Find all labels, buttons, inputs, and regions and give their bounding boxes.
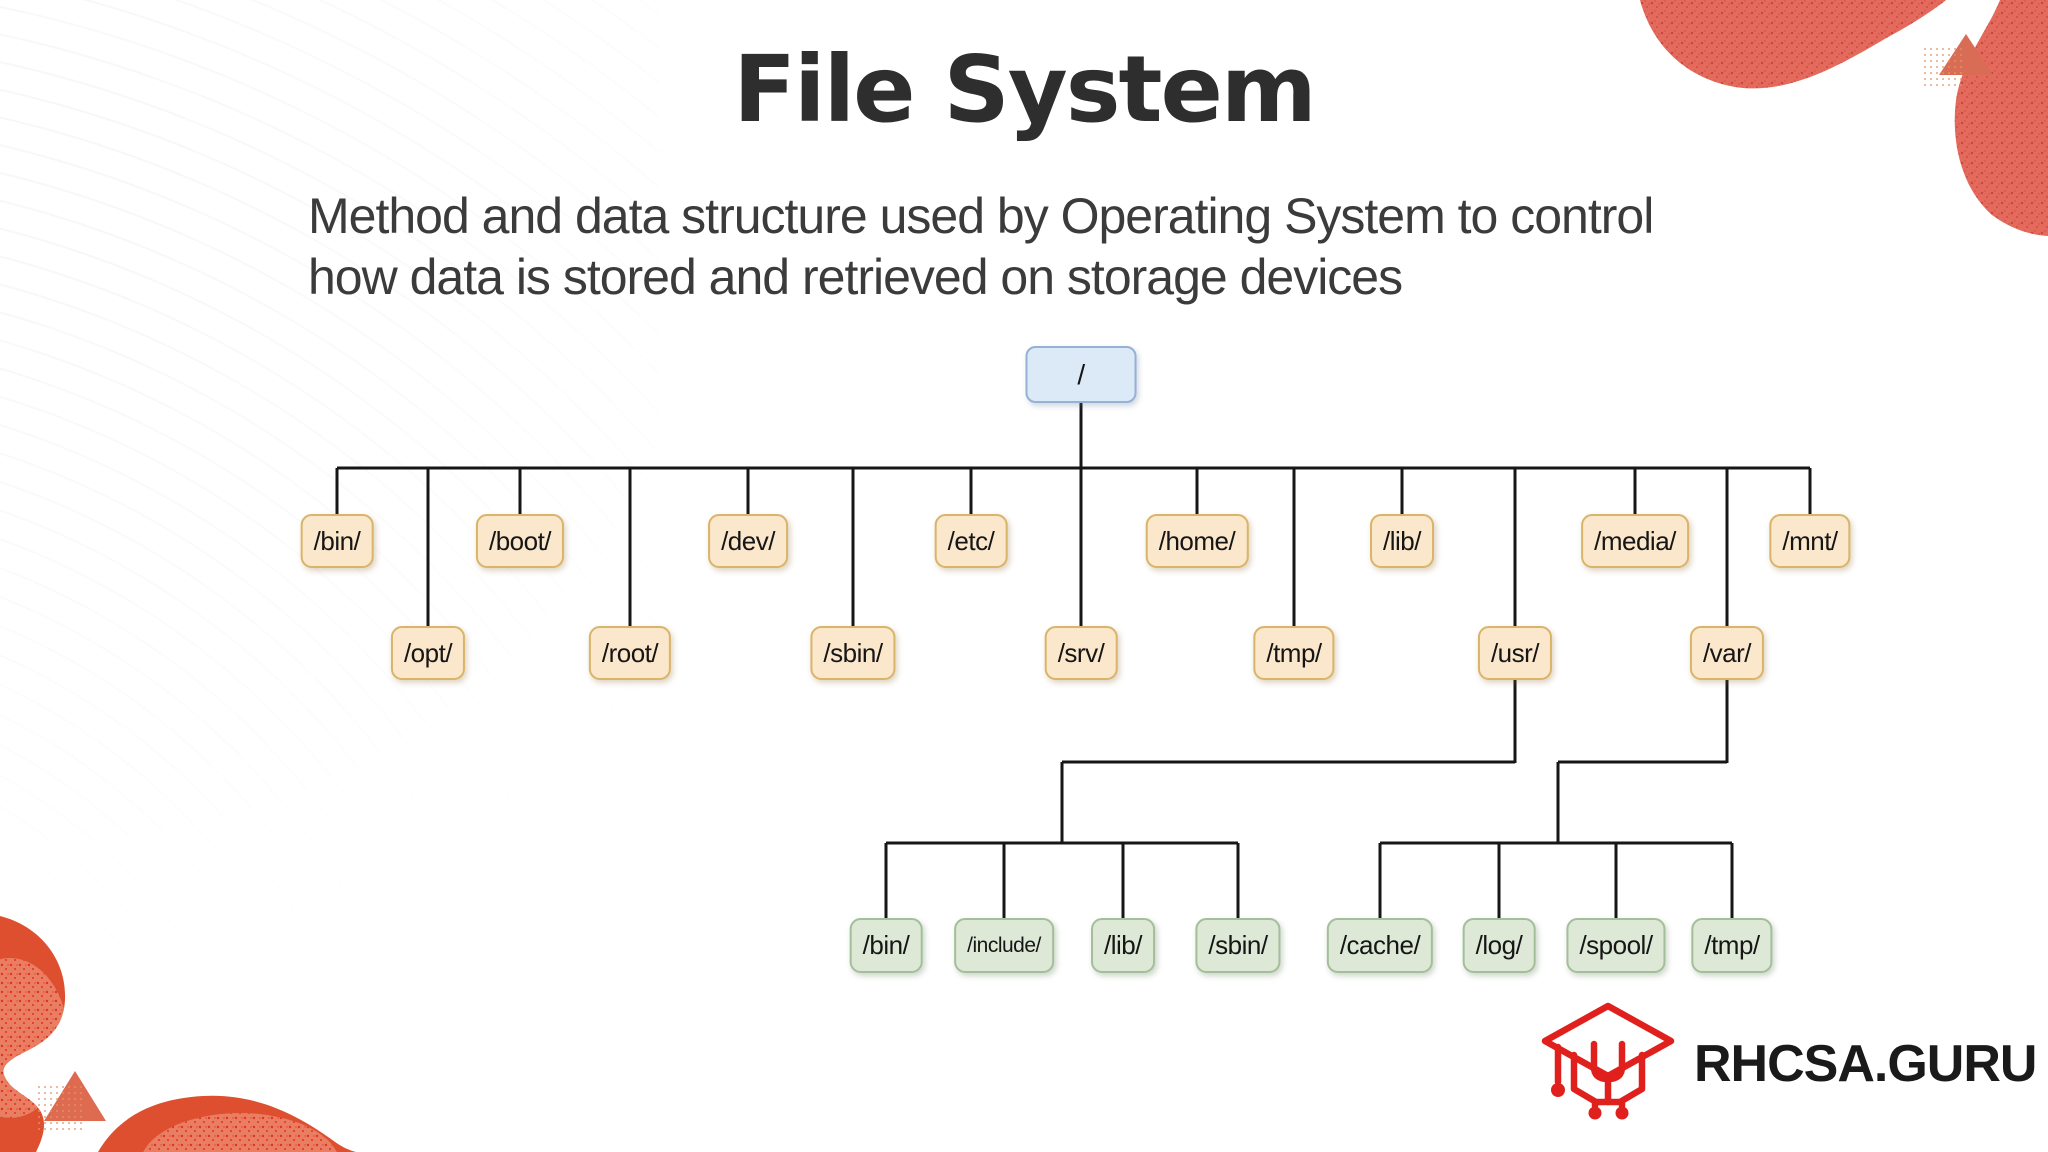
subtitle: Method and data structure used by Operat…: [308, 186, 1808, 308]
brand-name: RHCSA.GURU: [1694, 1035, 2037, 1093]
tree-node-var-tmp: /tmp/: [1691, 918, 1773, 973]
tree-node-var: /var/: [1689, 626, 1765, 680]
tree-node-usr-include: /include/: [954, 918, 1054, 973]
tree-node-home: /home/: [1145, 514, 1249, 568]
tree-node-bin: /bin/: [300, 514, 374, 568]
tree-node-media: /media/: [1581, 514, 1689, 568]
tree-node-var-log: /log/: [1462, 918, 1536, 973]
tree-node-boot: /boot/: [475, 514, 565, 568]
dotgrid-bottom-left: [36, 1084, 86, 1132]
tree-node-mnt: /mnt/: [1769, 514, 1851, 568]
subtitle-line-1: Method and data structure used by Operat…: [308, 188, 1654, 244]
tree-node-sbin: /sbin/: [810, 626, 896, 680]
tree-node-var-cache: /cache/: [1326, 918, 1434, 973]
subtitle-line-2: how data is stored and retrieved on stor…: [308, 249, 1403, 305]
tree-node-usr-sbin: /sbin/: [1195, 918, 1281, 973]
tree-node-lib: /lib/: [1370, 514, 1434, 568]
tree-node-srv: /srv/: [1044, 626, 1118, 680]
tree-node-root: /: [1025, 346, 1137, 403]
page-title: File System: [733, 36, 1317, 143]
tree-node-tmp: /tmp/: [1253, 626, 1335, 680]
tree-node-usr-lib: /lib/: [1091, 918, 1155, 973]
tree-node-dev: /dev/: [708, 514, 788, 568]
tree-node-var-spool: /spool/: [1566, 918, 1666, 973]
tree-node-usr-bin: /bin/: [849, 918, 923, 973]
graduation-cap-circuit-icon: [1541, 1002, 1675, 1120]
tree-node-etc: /etc/: [934, 514, 1008, 568]
tree-node-usr: /usr/: [1477, 626, 1553, 680]
tree-node-root-dir: /root/: [588, 626, 672, 680]
dotgrid-top-right: [1922, 46, 1964, 86]
ripple-texture: [0, 0, 660, 1010]
tree-node-opt: /opt/: [390, 626, 466, 680]
